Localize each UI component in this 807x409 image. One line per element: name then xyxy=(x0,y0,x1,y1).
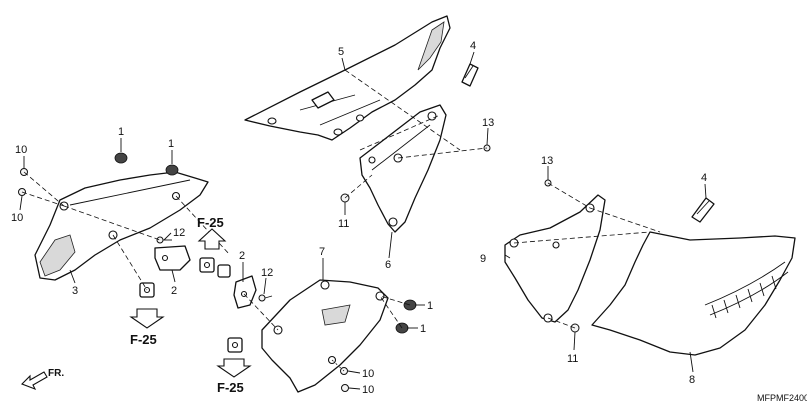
callout-1d: 1 xyxy=(420,323,426,335)
part-8-right-side-cover[interactable] xyxy=(591,231,796,356)
callout-4b: 4 xyxy=(701,172,707,184)
ref-arrow-f25-c[interactable]: F-25 xyxy=(216,358,252,395)
callout-9: 9 xyxy=(480,253,486,265)
callout-2a: 2 xyxy=(171,285,177,297)
callout-1a: 1 xyxy=(118,126,124,138)
callout-5: 5 xyxy=(338,46,344,58)
ref-arrow-f25-a[interactable]: F-25 xyxy=(129,308,165,347)
front-label: FR. xyxy=(48,368,64,379)
callout-10d: 10 xyxy=(362,384,374,396)
part-1-grommet-a[interactable] xyxy=(114,152,128,164)
callout-12a: 12 xyxy=(173,227,185,239)
ref-label-f25-a: F-25 xyxy=(130,332,157,347)
callout-2b: 2 xyxy=(239,250,245,262)
callout-4a: 4 xyxy=(470,40,476,52)
part-4-cushion-b[interactable] xyxy=(691,197,715,223)
bolt-10-d[interactable] xyxy=(341,384,349,392)
part-9-right-bracket[interactable] xyxy=(504,194,606,323)
part-2-bracket-a[interactable] xyxy=(154,245,191,271)
callout-11a: 11 xyxy=(338,218,349,230)
callout-13b: 13 xyxy=(541,155,553,167)
ref-label-f25-b: F-25 xyxy=(197,215,224,230)
callout-13a: 13 xyxy=(482,117,494,129)
callout-3: 3 xyxy=(72,285,78,297)
ref-label-f25-c: F-25 xyxy=(217,380,244,395)
callout-10c: 10 xyxy=(362,368,374,380)
part-5-upper-cover[interactable] xyxy=(244,15,451,141)
callout-6: 6 xyxy=(385,259,391,271)
callout-10a: 10 xyxy=(15,144,27,156)
callout-8: 8 xyxy=(689,374,695,386)
assembly-lines xyxy=(21,69,661,372)
callout-1c: 1 xyxy=(427,300,433,312)
part-7-lower-cover[interactable] xyxy=(261,279,389,393)
leader-lines xyxy=(19,51,707,390)
part-4-cushion-a[interactable] xyxy=(461,63,479,87)
clip-nut-d[interactable] xyxy=(227,337,243,353)
bolt-12-b[interactable] xyxy=(258,294,273,302)
callout-10b: 10 xyxy=(11,212,23,224)
callout-11b: 11 xyxy=(567,353,578,365)
callout-12b: 12 xyxy=(261,267,273,279)
part-6-inner-bracket[interactable] xyxy=(359,104,447,233)
part-1-grommet-b[interactable] xyxy=(165,164,179,176)
clip-nut-b[interactable] xyxy=(199,257,215,273)
callout-numbers: 1 1 1 1 2 2 3 4 4 5 6 7 8 9 10 10 10 10 … xyxy=(11,40,707,396)
diagram-code: MFPMF2400 xyxy=(757,393,807,403)
ref-arrow-f25-b[interactable]: F-25 xyxy=(197,215,227,250)
callout-7: 7 xyxy=(319,246,325,258)
front-direction-arrow: FR. xyxy=(21,368,64,391)
clip-nut-c[interactable] xyxy=(217,264,231,278)
callout-1b: 1 xyxy=(168,138,174,150)
